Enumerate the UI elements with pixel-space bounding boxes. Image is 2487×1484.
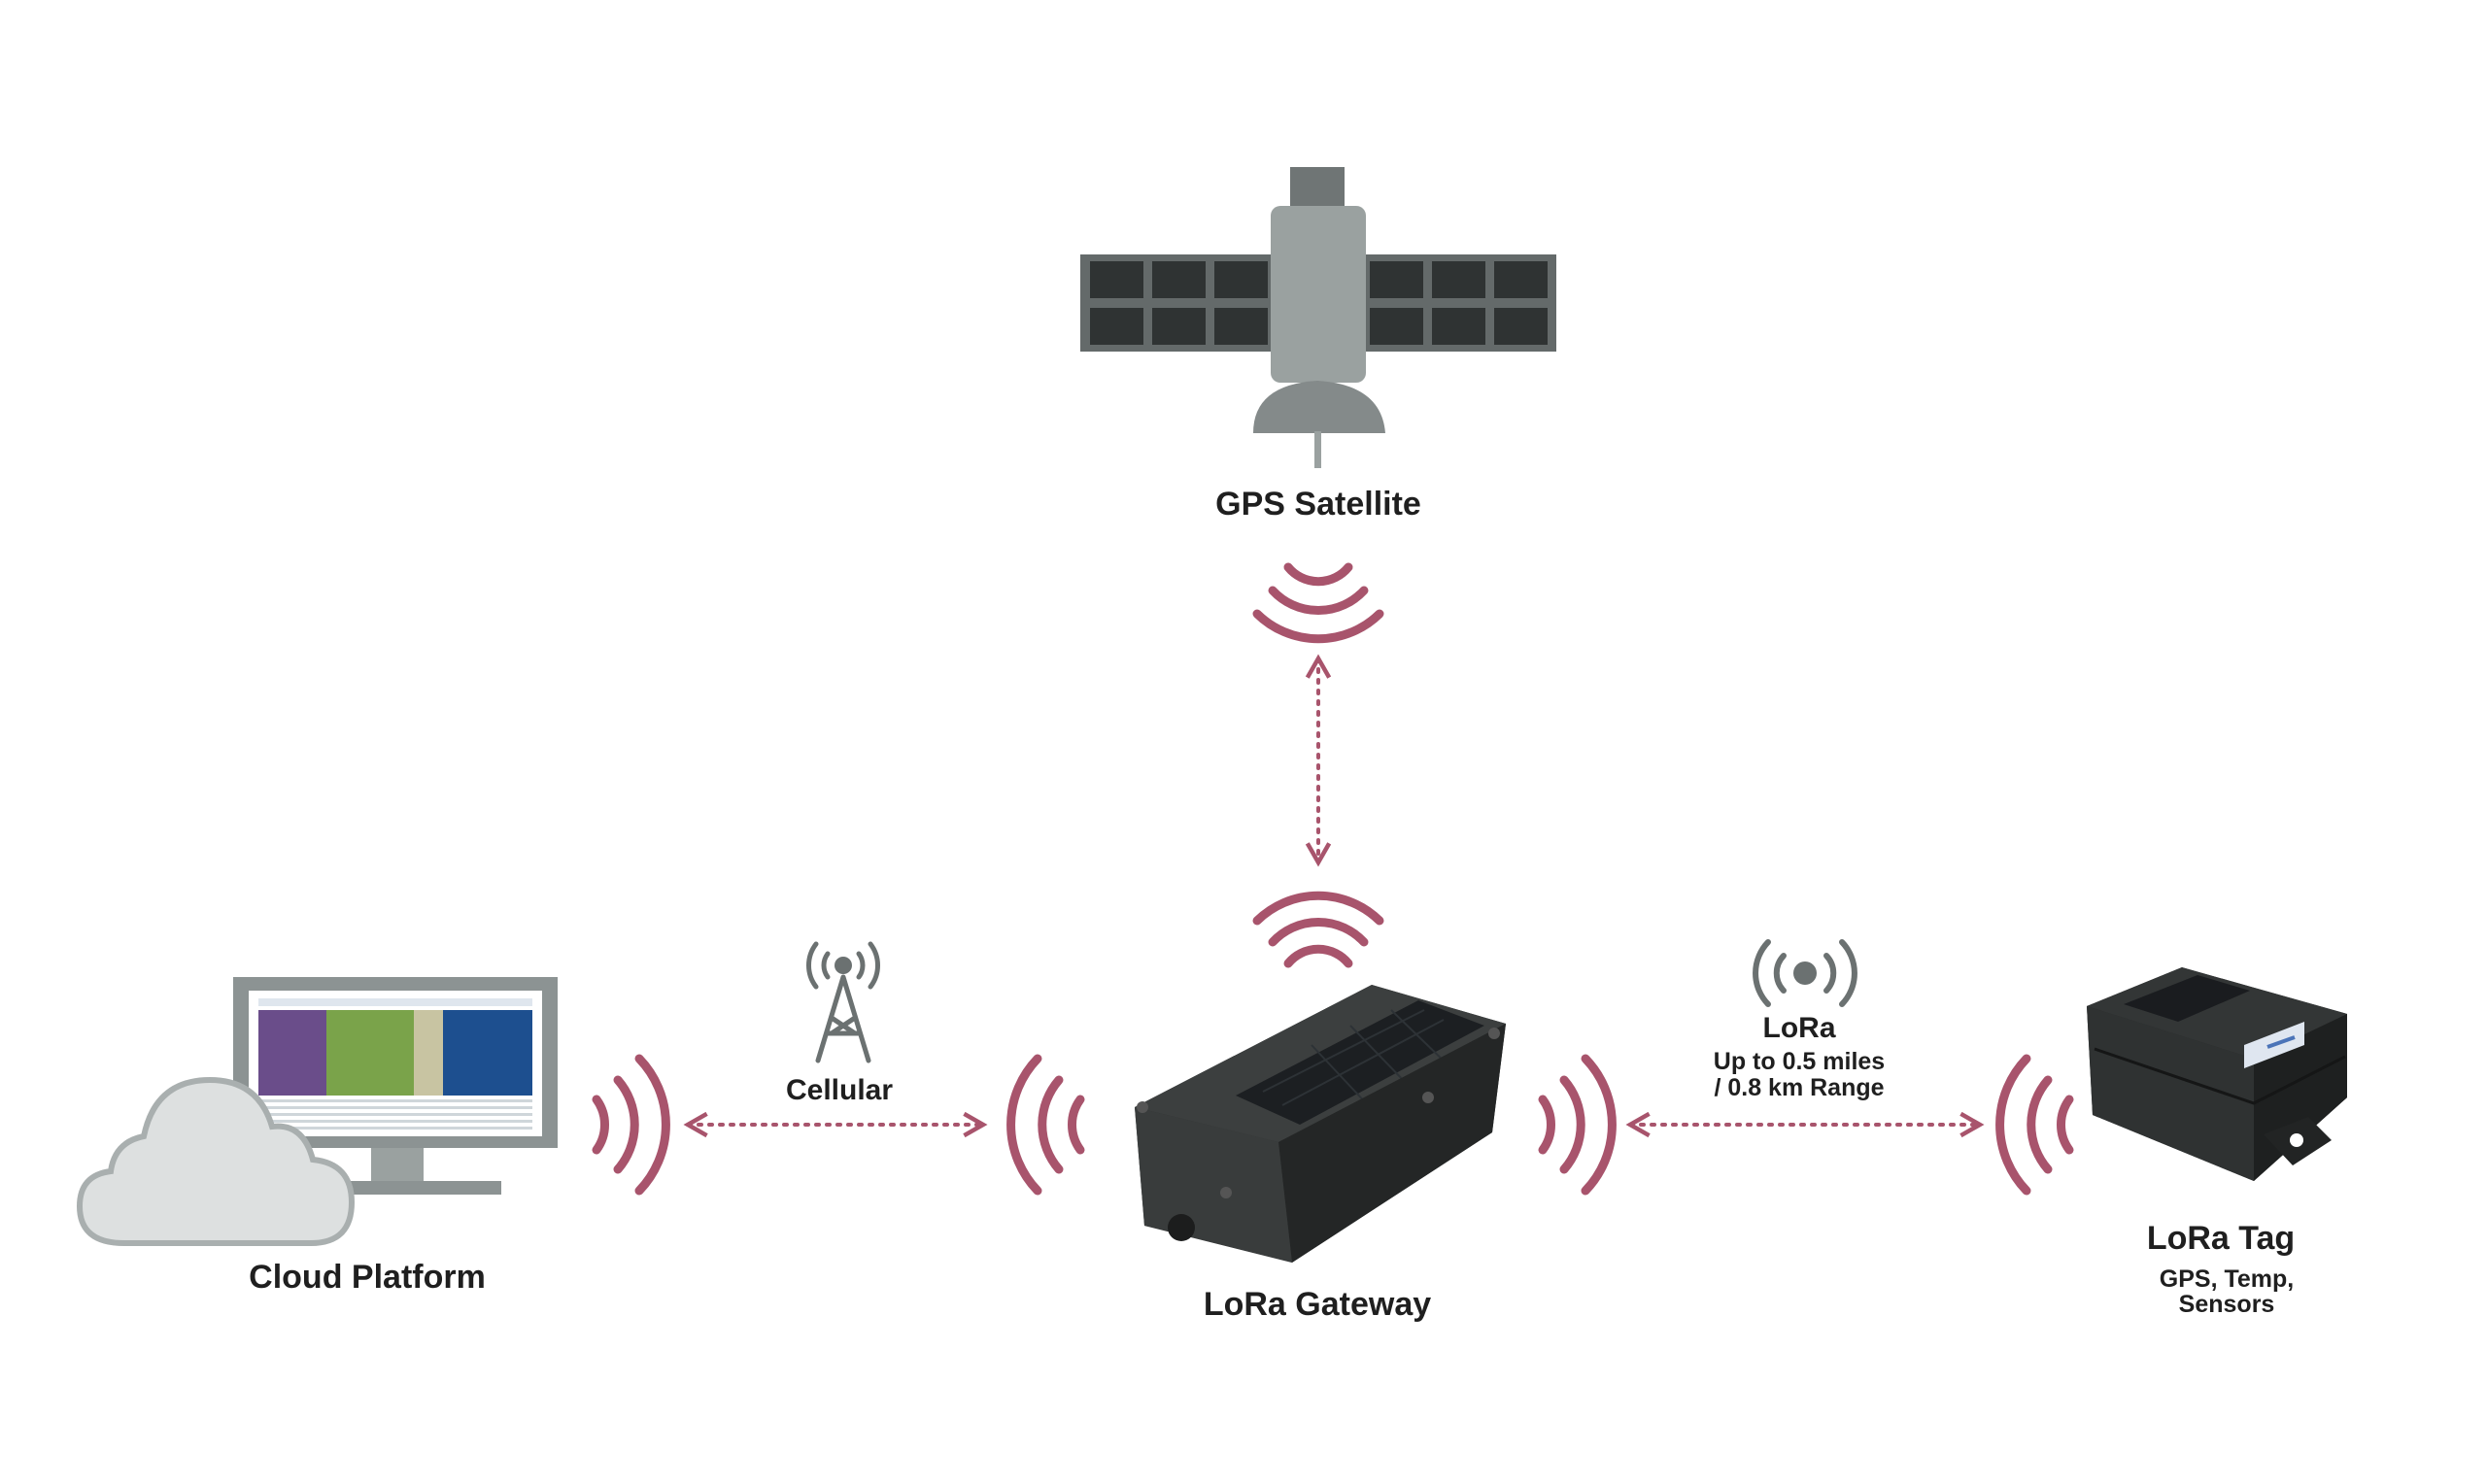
gateway-uplink-signal-icon <box>1252 891 1384 968</box>
broadcast-icon <box>1753 939 1857 1007</box>
cloud-platform-label: Cloud Platform <box>249 1259 486 1296</box>
gps-satellite-label: GPS Satellite <box>1215 486 1421 523</box>
lora-tag-sublabel-line2: Sensors <box>2178 1291 2275 1318</box>
satellite-icon <box>1080 167 1556 468</box>
lora-range-line1: Up to 0.5 miles <box>1713 1048 1886 1075</box>
gateway-device-icon <box>1135 985 1506 1263</box>
cloud-signal-icon <box>592 1054 670 1196</box>
lora-range-line2: / 0.8 km Range <box>1714 1074 1885 1101</box>
lora-gateway-label: LoRa Gateway <box>1203 1286 1432 1323</box>
tag-device-icon <box>2087 967 2347 1181</box>
gateway-left-signal-icon <box>1006 1054 1085 1196</box>
cellular-label: Cellular <box>785 1074 894 1106</box>
satellite-signal-icon <box>1252 562 1384 644</box>
lora-tag-sublabel-line1: GPS, Temp, <box>2159 1265 2295 1293</box>
lora-tag-label: LoRa Tag <box>2146 1220 2296 1257</box>
gateway-right-signal-icon <box>1538 1054 1617 1196</box>
cell-tower-icon <box>806 941 880 1063</box>
lora-link-label: LoRa <box>1762 1012 1836 1044</box>
tag-signal-icon <box>1995 1054 2074 1196</box>
cloud-monitor-icon <box>76 977 558 1246</box>
